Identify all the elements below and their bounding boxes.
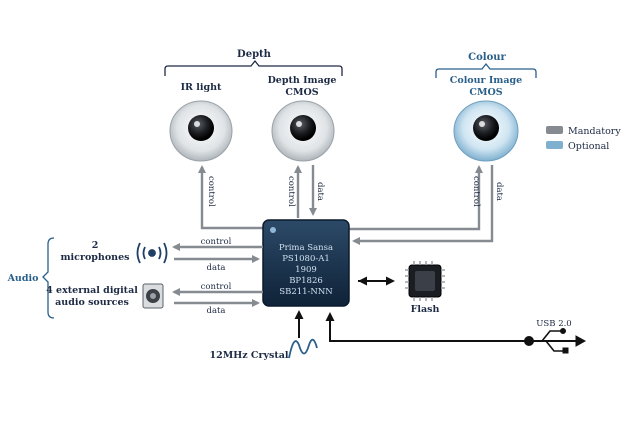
flash-chip-icon: [405, 261, 445, 301]
crystal-wave-icon: [288, 338, 318, 359]
depth-label: Depth: [237, 49, 272, 60]
mic-data-label: data: [207, 263, 226, 273]
depth-data-label: data: [315, 182, 325, 201]
chip-line5: SB211-NNN: [279, 287, 333, 297]
colour-image-label-line1: Colour Image: [450, 75, 522, 86]
colour-image-label-line2: CMOS: [469, 87, 502, 98]
mic-control-label: control: [201, 237, 232, 247]
chip-line2: PS1080-A1: [282, 254, 330, 264]
colour-control-label: control: [471, 176, 481, 207]
processor-chip: Prima Sansa PS1080-A1 1909 BP1826 SB211-…: [262, 219, 350, 307]
usb-label: USB 2.0: [536, 319, 571, 329]
audio-label: Audio: [7, 273, 39, 284]
legend: Mandatory Optional: [546, 126, 621, 152]
ir-control-line: [198, 165, 264, 230]
ext-data-label: data: [207, 306, 226, 316]
colour-image-camera-icon: [453, 100, 519, 162]
legend-mandatory-label: Mandatory: [568, 126, 621, 137]
colour-group: Colour: [435, 52, 537, 78]
colour-control-line: [349, 165, 483, 231]
external-audio-label-line2: audio sources: [55, 297, 129, 308]
depth-image-label-line2: CMOS: [285, 87, 318, 98]
external-audio-label-line1: 4 external digital: [46, 285, 138, 296]
depth-image-camera-icon: [271, 100, 335, 162]
microphone-icon: [136, 242, 168, 264]
legend-mandatory-swatch: [546, 126, 563, 134]
chip-line3: 1909: [295, 265, 317, 275]
audio-source-icon: [142, 283, 164, 309]
chip-line1: Prima Sansa: [279, 243, 333, 253]
ir-light-label: IR light: [181, 82, 222, 93]
ir-control-label: control: [206, 176, 216, 207]
usb-link-line: [325, 312, 528, 342]
colour-data-label: data: [494, 182, 504, 201]
depth-group: Depth: [164, 49, 343, 76]
flash-label: Flash: [411, 304, 440, 315]
audio-brace: [42, 237, 55, 319]
chip-pin1-dot: [270, 227, 276, 233]
legend-optional-label: Optional: [568, 141, 609, 152]
ext-control-label: control: [201, 282, 232, 292]
depth-control-label: control: [286, 176, 296, 207]
microphones-label-line1: 2: [92, 240, 99, 251]
ir-light-camera-icon: [169, 100, 233, 162]
depth-brace: [164, 59, 343, 76]
colour-data-line: [352, 165, 494, 245]
usb-icon: [524, 328, 587, 354]
chip-line4: BP1826: [289, 276, 323, 286]
colour-brace: [435, 62, 537, 78]
depth-image-label-line1: Depth Image: [268, 75, 337, 86]
legend-optional-swatch: [546, 141, 563, 149]
colour-label: Colour: [468, 52, 506, 63]
crystal-label: 12MHz Crystal: [209, 350, 288, 361]
microphones-label-line2: microphones: [61, 252, 130, 263]
